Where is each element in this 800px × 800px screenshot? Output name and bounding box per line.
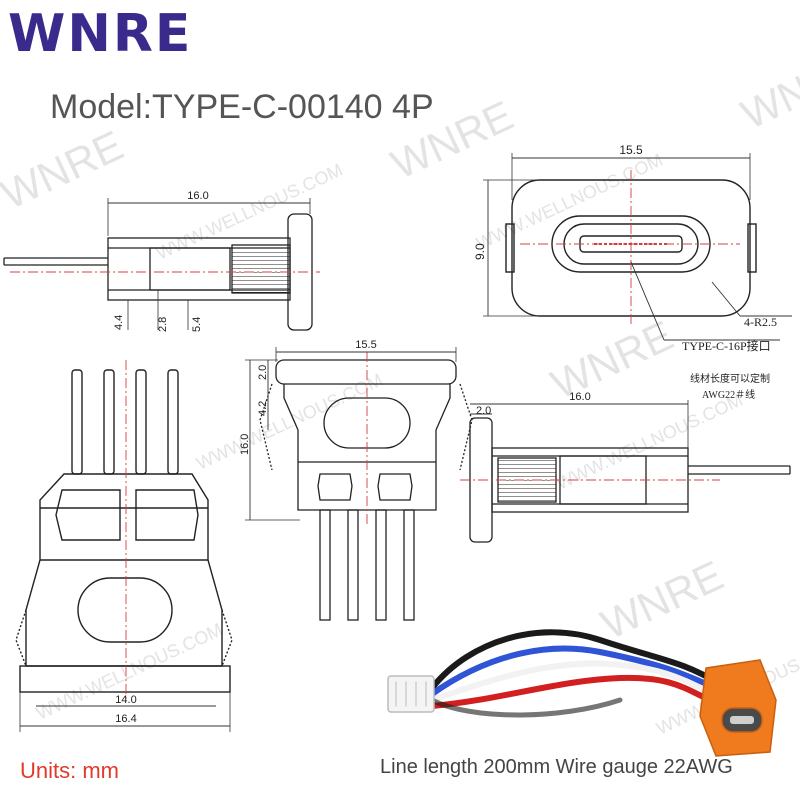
model-title: Model:TYPE-C-00140 4P: [50, 88, 434, 126]
watermark-site: WWW.WELLNOUS.COM: [33, 620, 225, 724]
dim-width-label: 15.5: [355, 339, 376, 351]
dim-length-label: 16.0: [569, 391, 590, 403]
dim-a-label: 4.4: [113, 315, 125, 330]
watermarks: WNRE WNRE WNRE WNRE WNRE WWW.WELLNOUS.CO…: [0, 41, 800, 738]
watermark-site: WWW.WELLNOUS.COM: [193, 370, 385, 474]
dim-height-label: 16.0: [239, 434, 251, 455]
middle-front-view: [245, 347, 473, 621]
port-label: TYPE-C-16P接口: [682, 338, 771, 353]
dim-inner-label: 14.0: [115, 694, 136, 706]
top-left-side-view: [3, 198, 320, 331]
bottom-left-view: [15, 360, 233, 732]
cable-spec-label: Line length 200mm Wire gauge 22AWG: [380, 756, 733, 778]
units-label: Units: mm: [20, 758, 119, 783]
dim-height-label: 9.0: [473, 243, 487, 260]
wire-length-note: 线材长度可以定制: [690, 372, 770, 385]
dim-outer-label: 16.4: [115, 713, 136, 725]
top-left-dimensions: 16.0 4.4 2.8 5.4: [113, 190, 209, 332]
wire-gauge-note: AWG22＃线: [702, 388, 755, 401]
dim-c-label: 5.4: [191, 317, 203, 332]
dim-b-label: 2.8: [157, 317, 169, 332]
bottom-left-dimensions: 14.0 16.4: [115, 694, 136, 725]
watermark-brand: WNRE: [544, 311, 680, 408]
watermark-site: WWW.WELLNOUS.COM: [553, 390, 745, 494]
watermark-brand: WNRE: [594, 551, 730, 648]
dim-length-label: 16.0: [187, 190, 208, 202]
radius-label: 4-R2.5: [744, 315, 777, 329]
dim-flange-label: 2.0: [476, 405, 491, 417]
watermark-brand: WNRE: [0, 121, 130, 218]
dim-width-label: 15.5: [619, 143, 643, 157]
right-side-dimensions: 线材长度可以定制 AWG22＃线 2.0 16.0: [476, 372, 770, 417]
brand-logo: WNRE: [8, 4, 193, 64]
middle-dimensions: 15.5 2.0 4.2 16.0: [239, 339, 377, 455]
dim-mid-label: 4.2: [257, 401, 269, 416]
watermark-site: WWW.WELLNOUS.COM: [473, 150, 665, 254]
dim-top-label: 2.0: [257, 365, 269, 380]
top-right-front-view: [483, 153, 792, 341]
top-right-dimensions: 15.5 9.0 4-R2.5 TYPE-C-16P接口: [473, 143, 777, 353]
product-photo: [387, 629, 777, 757]
watermark-brand: WNRE: [734, 41, 800, 138]
right-side-view: [460, 400, 791, 543]
